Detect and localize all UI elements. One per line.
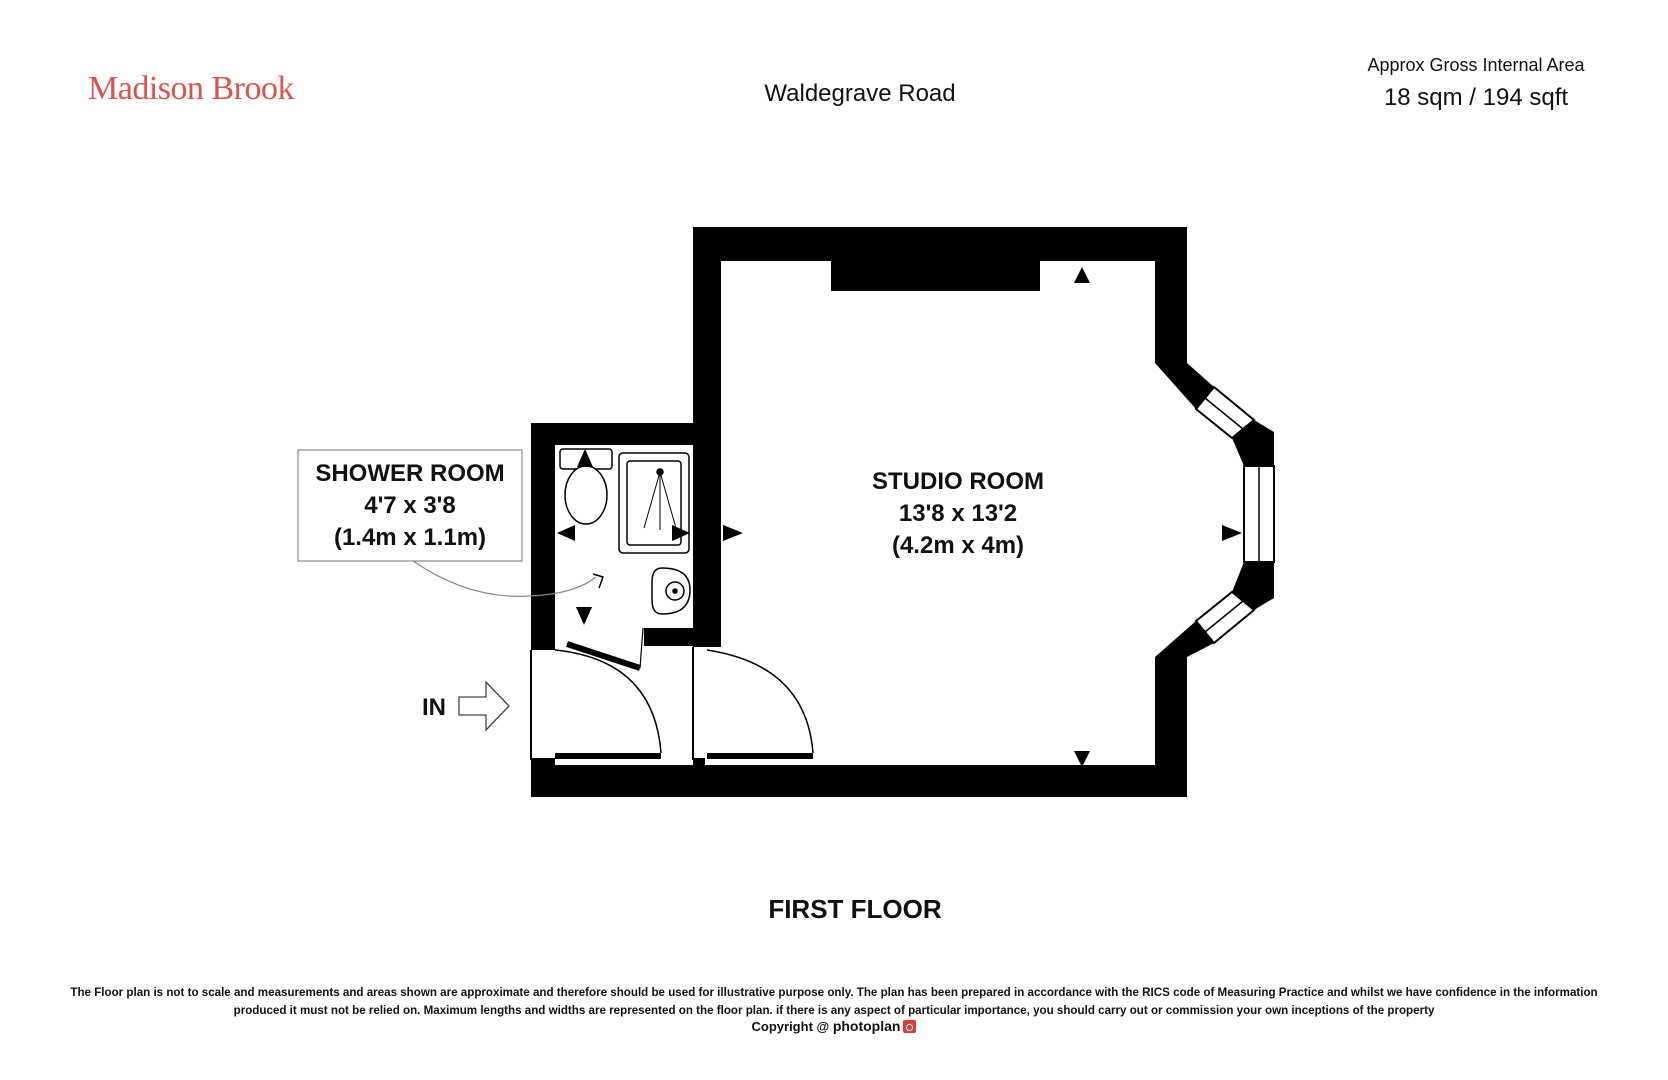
area-value: 18 sqm / 194 sqft — [1383, 84, 1569, 111]
entrance-passage — [530, 627, 814, 760]
shower-label-box — [297, 449, 523, 562]
shower-room-metric: (1.4m x 1.1m) — [334, 524, 486, 551]
shower-room-name: SHOWER ROOM — [315, 460, 504, 487]
floor-title: FIRST FLOOR — [768, 894, 942, 924]
studio-room-name: STUDIO ROOM — [872, 468, 1044, 495]
shower-room-imperial: 4'7 x 3'8 — [364, 492, 456, 519]
brand-logo: Madison Brook — [88, 70, 295, 107]
area-title: Approx Gross Internal Area — [1367, 55, 1585, 75]
entrance-arrow — [458, 680, 510, 732]
bay-window — [1155, 363, 1275, 657]
measurement-arrows — [557, 267, 1242, 767]
property-name: Waldegrave Road — [764, 80, 956, 107]
studio-walls — [531, 227, 1187, 797]
camera-icon — [903, 1020, 917, 1033]
photoplan-brand: photoplan — [832, 1018, 901, 1034]
shower-label-leader — [412, 560, 597, 597]
sink-fixture — [651, 567, 691, 615]
studio-room-imperial: 13'8 x 13'2 — [899, 500, 1017, 527]
copyright-prefix: Copyright @ — [751, 1019, 830, 1034]
door-swing-mark — [592, 573, 604, 589]
shower-tray — [618, 452, 690, 554]
studio-room-metric: (4.2m x 4m) — [892, 532, 1024, 559]
entrance-label: IN — [422, 694, 446, 721]
disclaimer-text: The Floor plan is not to scale and measu… — [70, 986, 1598, 1017]
copyright-line: Copyright @ photoplan — [0, 1018, 1668, 1034]
